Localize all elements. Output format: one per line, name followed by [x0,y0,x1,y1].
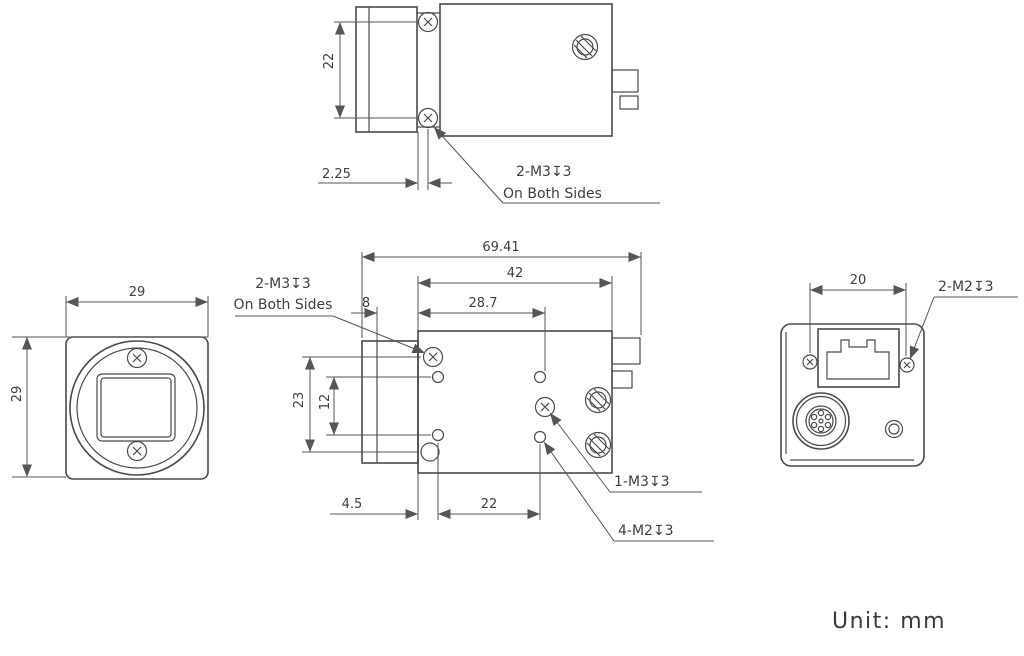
dim-text: 22 [481,497,498,512]
lens-flange-side-outline [361,340,419,464]
dim-text: 69.41 [482,240,519,255]
back-plate-outline [780,323,925,467]
rear-connector-stub [611,69,639,93]
screw-note-label: On Both Sides [503,186,602,202]
mount-neck-edges [417,12,440,128]
m3-hole-top-front [417,11,439,33]
dim-front-width: 29 [65,285,209,337]
dim-front-and-rear-sections: 8 28.7 [351,296,546,371]
dim-text: 2.25 [322,167,351,182]
rear-jack-stub [619,95,639,110]
side-view: 69.41 42 8 28.7 23 12 [234,240,714,542]
dim-text: 29 [10,386,25,403]
label-top-screws: 2-M3↧3 On Both Sides [433,126,660,204]
dim-text: 12 [318,394,333,411]
dim-overall-length: 69.41 [361,240,642,338]
label-corner-holes: 4-M2↧3 [543,441,714,542]
lens-flange-top-outline [355,6,418,133]
dim-front-height: 29 [10,336,208,478]
dim-text: 29 [129,285,146,300]
housing-screw-head-icon [584,431,612,459]
label-side-screws: 2-M3↧3 On Both Sides [234,276,426,354]
back-plate-inner-edge [785,332,914,461]
dim-back-screw-spacing: 20 [809,273,907,356]
housing-screw-head-icon [571,33,599,61]
lens-mount-inner-ring [76,347,198,469]
m2-jack-screw-left [802,354,818,370]
screw-spec-label: 2-M2↧3 [938,279,994,295]
m3-center-hole [534,396,556,418]
front-screw-top [126,347,148,369]
unit-label: Unit: mm [832,609,946,634]
power-io-connector [792,392,850,450]
hole-spec-label: 4-M2↧3 [618,523,674,539]
dim-top-hole-offset: 2.25 [318,129,452,190]
dim-text: 28.7 [469,296,498,311]
sensor-window-outer [96,373,176,442]
dim-text: 23 [292,392,307,409]
lens-mount-outer-ring [69,340,205,476]
dim-text: 42 [507,266,524,281]
m2-hole-front-bottom [431,428,445,442]
front-view: 29 29 [10,285,209,480]
screw-note-label: On Both Sides [234,297,333,313]
rj45-port [817,328,900,388]
label-center-hole: 1-M3↧3 [549,412,702,493]
dim-text: 20 [850,273,867,288]
rear-connector-stub [611,337,641,365]
rear-jack-stub [611,370,633,389]
label-back-screws: 2-M2↧3 [909,279,1018,360]
led-indicator [884,419,904,439]
m3-side-hole-bottom [420,442,440,462]
rj45-jack-profile [826,339,890,380]
hole-spec-label: 1-M3↧3 [614,474,670,490]
m2-jack-screw-right [899,357,915,373]
m2-hole-rear-top [533,370,547,384]
dim-side-hole-spacing: 23 [292,356,421,453]
dim-body-length: 42 [417,266,613,331]
back-view: 20 2-M2↧3 [780,273,1018,467]
m3-side-hole-top [422,346,444,368]
housing-screw-head-icon [584,386,612,414]
camera-body-top-outline [439,3,613,137]
screw-spec-label: 2-M3↧3 [255,276,311,292]
m3-hole-top-rear [417,107,439,129]
m2-hole-rear-bottom [533,430,547,444]
screw-spec-label: 2-M3↧3 [516,164,572,180]
sensor-window-inner [100,377,172,438]
dim-text: 22 [322,53,337,70]
dim-top-hole-spacing: 22 [322,21,418,119]
dim-m2-vertical-spacing: 12 [318,376,431,436]
top-view: 22 2.25 2-M3↧3 On Both Sides [318,3,660,204]
m2-hole-front-top [431,370,445,384]
led-indicator-inner [888,423,900,435]
front-screw-bottom [126,440,148,462]
dim-text: 4.5 [342,497,363,512]
dim-bottom-offsets: 4.5 22 [330,443,541,520]
camera-body-side-outline [417,330,613,474]
dim-text: 8 [362,296,370,311]
